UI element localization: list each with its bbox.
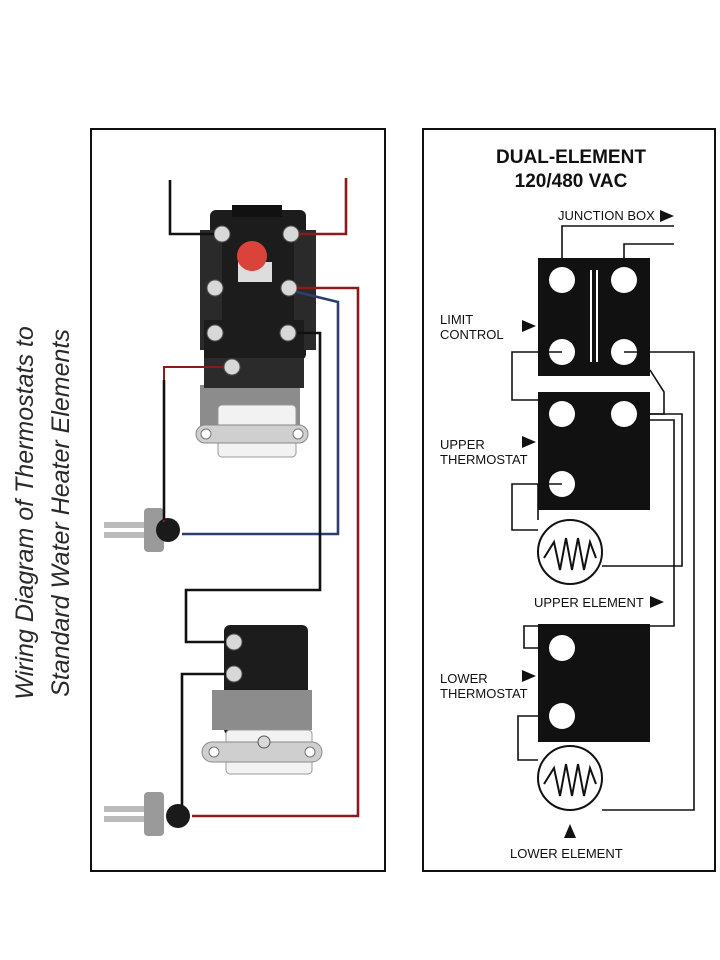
upper-thermostat-terminals xyxy=(549,401,637,497)
arrow-lower-thermostat xyxy=(522,670,536,682)
label-upper-thermostat: THERMOSTAT xyxy=(440,452,528,467)
side-title: Wiring Diagram of Thermostats to Standar… xyxy=(0,213,88,813)
lower-thermostat-terminals xyxy=(549,635,575,729)
arrow-lower-element xyxy=(564,824,576,838)
upper-heating-element-photo xyxy=(104,508,180,552)
label-lower-thermostat: THERMOSTAT xyxy=(440,686,528,701)
label-arrows xyxy=(522,210,674,838)
arrow-limit-control xyxy=(522,320,536,332)
side-title-line1: Wiring Diagram of Thermostats to xyxy=(11,326,39,700)
upper-element-symbol xyxy=(537,519,603,585)
schematic-title: DUAL-ELEMENT xyxy=(496,147,646,168)
schematic-panel: DUAL-ELEMENT 120/480 VAC xyxy=(422,128,716,872)
arrow-upper-thermostat xyxy=(522,436,536,448)
lower-thermostat-photo xyxy=(201,625,323,775)
label-lower: LOWER xyxy=(440,671,488,686)
photo-wires xyxy=(162,178,360,818)
schematic-drawing xyxy=(511,210,695,838)
arrow-upper-element xyxy=(650,596,664,608)
label-upper-element: UPPER ELEMENT xyxy=(534,595,644,610)
screw-terminals-lower xyxy=(225,633,271,749)
reset-button-photo xyxy=(237,241,267,271)
wire-black-lower-element xyxy=(180,672,226,806)
wire-black-supply xyxy=(168,180,214,236)
arrow-junction-box xyxy=(660,210,674,222)
side-title-line2: Standard Water Heater Elements xyxy=(47,329,75,697)
label-lower-element: LOWER ELEMENT xyxy=(510,846,623,861)
label-control: CONTROL xyxy=(440,327,504,342)
lower-element-symbol xyxy=(537,745,603,811)
label-upper: UPPER xyxy=(440,437,485,452)
schematic-voltage: 120/480 VAC xyxy=(514,171,628,192)
photo-wiring-drawing xyxy=(104,178,360,836)
wire-red-long xyxy=(192,286,360,818)
lower-heating-element-photo xyxy=(104,792,190,836)
label-limit: LIMIT xyxy=(440,312,474,327)
label-junction-box: JUNCTION BOX xyxy=(558,208,655,223)
schematic-wires xyxy=(511,225,695,811)
wire-black-jumper xyxy=(184,331,322,644)
photo-wiring-panel xyxy=(90,128,386,872)
screw-terminals-upper xyxy=(206,225,300,376)
wire-red-supply xyxy=(299,178,348,236)
upper-thermostat-photo xyxy=(195,205,316,458)
wire-blue xyxy=(182,290,340,536)
